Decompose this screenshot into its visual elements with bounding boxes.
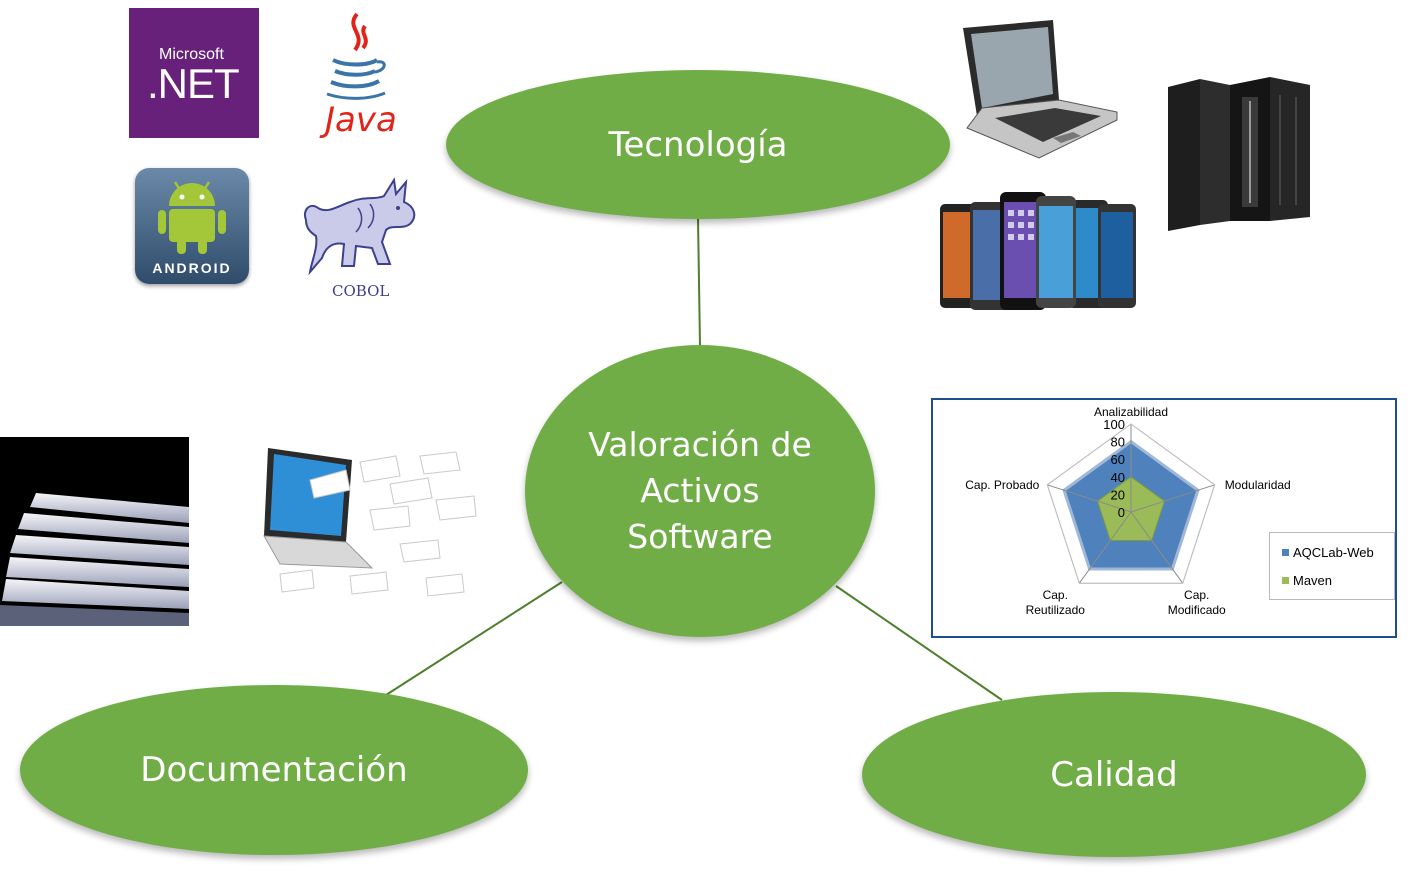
android-logo: ANDROID xyxy=(135,168,249,284)
connector-calidad xyxy=(835,585,1003,701)
node-tecnologia-label: Tecnología xyxy=(608,124,788,165)
radar-axis-label-2-1: Modificado xyxy=(1168,603,1226,617)
node-documentacion-label: Documentación xyxy=(140,750,408,790)
radar-spoke-1 xyxy=(1130,484,1215,513)
cobol-dinosaur-icon xyxy=(304,177,416,276)
radar-axis-label-0-0: Analizabilidad xyxy=(1094,405,1168,419)
legend-label-aqclab: AQCLab-Web xyxy=(1293,545,1374,560)
android-robot-icon xyxy=(158,181,226,254)
legend-item-aqclab: AQCLab-Web xyxy=(1282,545,1374,560)
node-documentacion: Documentación xyxy=(20,685,528,855)
radar-tick-label-100: 100 xyxy=(1103,417,1125,432)
radar-tick-label-80: 80 xyxy=(1111,435,1125,450)
laptop-documents-icon xyxy=(263,448,477,597)
node-center-line-2: Activos xyxy=(640,471,760,510)
android-logo-text: ANDROID xyxy=(152,260,232,276)
cobol-logo-text: COBOL xyxy=(332,282,390,300)
node-valoracion-activos-software: Valoración de Activos Software xyxy=(525,345,875,637)
laptop-documents-image xyxy=(250,440,492,618)
laptop-icon xyxy=(963,20,1118,159)
connector-tecnologia xyxy=(697,217,701,347)
mainframe-icon xyxy=(1168,77,1310,231)
radar-axis-label-3-0: Cap. xyxy=(1043,588,1068,602)
radar-tick-label-60: 60 xyxy=(1111,452,1125,467)
paper-stack-icon xyxy=(0,493,189,626)
legend-item-maven: Maven xyxy=(1282,573,1332,588)
legend-swatch-aqclab xyxy=(1282,549,1289,556)
java-logo-text: Java xyxy=(325,100,397,140)
node-center-line-1: Valoración de xyxy=(588,425,812,464)
legend-label-maven: Maven xyxy=(1293,573,1333,588)
radar-axis-label-2-0: Cap. xyxy=(1184,588,1209,602)
node-calidad: Calidad xyxy=(862,692,1366,857)
smartphones-image xyxy=(938,190,1138,316)
radar-axis-label-4-0: Cap. Probado xyxy=(965,478,1039,492)
radar-plot: 020406080100AnalizabilidadModularidadCap… xyxy=(965,405,1291,617)
java-cup-icon xyxy=(326,12,386,100)
node-center-line-3: Software xyxy=(627,517,773,556)
radar-tick-label-0: 0 xyxy=(1118,505,1125,520)
connector-documentacion xyxy=(385,581,563,696)
radar-tick-label-20: 20 xyxy=(1111,487,1125,502)
radar-tick-label-40: 40 xyxy=(1111,470,1125,485)
mainframe-server-image xyxy=(1160,75,1320,235)
dotnet-logo-net: .NET xyxy=(147,60,240,107)
java-logo: Java xyxy=(315,8,397,140)
legend-swatch-maven xyxy=(1282,577,1289,584)
dotnet-logo: Microsoft .NET xyxy=(129,8,259,138)
laptop-image xyxy=(955,16,1123,162)
dotnet-logo-microsoft: Microsoft xyxy=(159,46,224,63)
cobol-logo: COBOL xyxy=(298,172,423,300)
radar-axis-label-1-0: Modularidad xyxy=(1225,478,1291,492)
paper-stack-image xyxy=(0,437,189,626)
radar-axis-label-3-1: Reutilizado xyxy=(1026,603,1086,617)
chart-legend: AQCLab-Web Maven xyxy=(1269,532,1395,600)
node-tecnologia: Tecnología xyxy=(446,70,950,219)
radar-spoke-4 xyxy=(1047,484,1132,513)
node-calidad-label: Calidad xyxy=(1050,754,1178,795)
radar-outer-ring xyxy=(1046,423,1216,584)
radar-spoke-3 xyxy=(1078,511,1132,584)
radar-spoke-2 xyxy=(1130,511,1184,584)
smartphones-icon xyxy=(940,192,1136,310)
